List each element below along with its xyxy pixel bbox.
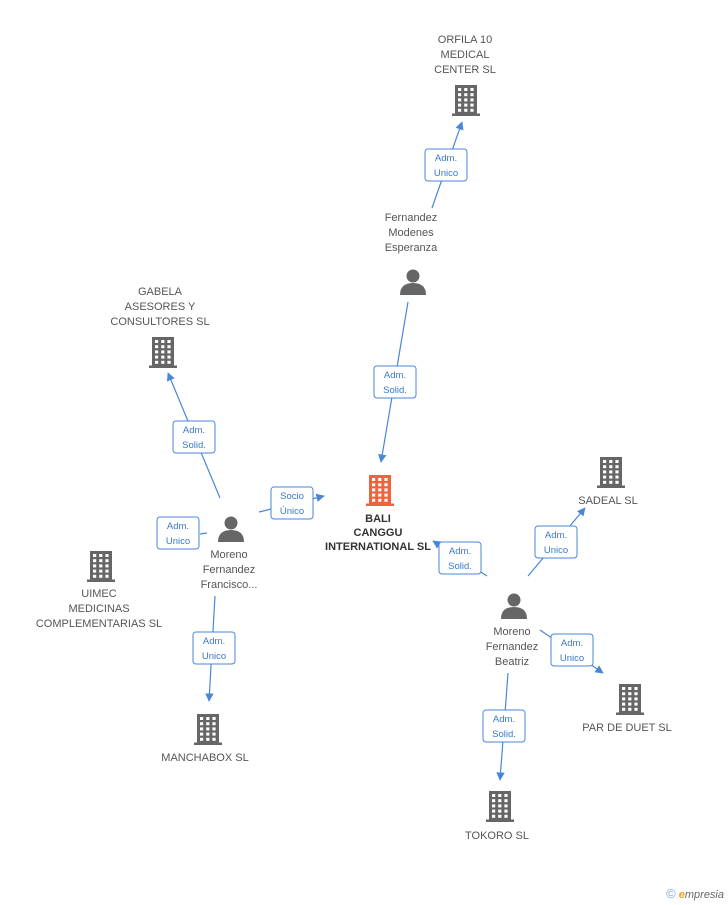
edge-label-box[interactable] [172,420,216,454]
edge-label-text: Adm. [561,638,583,649]
edge-label-text: Adm. [183,425,205,436]
edge-label-text: Adm. [203,636,225,647]
node-label: CONSULTORES SL [110,316,209,328]
node-label: Moreno [210,549,247,561]
node-manchabox[interactable]: MANCHABOX SL [161,714,249,764]
node-label: Moreno [493,626,530,638]
edge-label-text: Adm. [384,370,406,381]
edge-label-text: Unico [560,653,584,664]
node-mff[interactable]: MorenoFernandezFrancisco... [201,516,258,592]
edge-label-box[interactable] [156,516,200,550]
node-label: MANCHABOX SL [161,752,248,764]
nodes-layer: BALI CANGGU INTERNATIONAL SL ORFILA 10 MEDIC… [36,34,672,842]
edge-label-text: Solid. [492,729,516,740]
edge-label-text: Solid. [182,440,206,451]
brand-initial: e [678,889,685,901]
edge-label-box[interactable] [534,525,578,559]
edge-label-text: Adm. [493,714,515,725]
node-label: TOKORO SL [465,830,529,842]
node-orfila[interactable]: ORFILA 10 MEDICAL CENTER SL [434,34,496,116]
edge-label-text: Solid. [383,385,407,396]
person-icon [218,516,244,542]
node-label: CANGGU [354,527,403,539]
building-icon [486,791,514,822]
building-icon [149,337,177,368]
node-sadeal[interactable]: SADEAL SL [578,457,638,507]
edge-label-text: Adm. [449,546,471,557]
edge-mff-to-uimec: Adm. Unico [156,516,208,550]
edge-label-box[interactable] [438,541,482,575]
edge-label-text: Unico [166,536,190,547]
edge-label-text: Unico [202,651,226,662]
edge-mfb-to-tokoro: Adm. Solid. [482,672,526,781]
edge-line [199,532,208,535]
node-label: BALI [365,513,391,525]
node-label: SADEAL SL [578,495,638,507]
building-icon [366,475,394,506]
node-pardeduet[interactable]: PAR DE DUET SL [582,684,672,734]
edge-label-text: Adm. [435,153,457,164]
edge-label-box[interactable] [373,365,417,399]
edge-mfb-to-pardeduet: Adm. Unico [539,629,604,674]
building-icon [616,684,644,715]
node-label: MEDICINAS [68,603,129,615]
edge-fme-to-bali: Adm. Solid. [373,301,417,463]
edge-mff-to-manchabox: Adm. Unico [192,595,236,702]
edge-fme-to-orfila: Adm. Unico [424,121,468,209]
node-label: Francisco... [201,579,258,591]
node-bali[interactable]: BALI CANGGU INTERNATIONAL SL [325,475,431,553]
edge-label-text: Único [280,506,304,517]
edge-label-box[interactable] [270,486,314,520]
node-uimec[interactable]: UIMEC MEDICINAS COMPLEMENTARIAS SL [36,551,162,630]
node-label: Modenes [388,227,434,239]
edge-mff-to-gabela: Adm. Solid. [167,372,221,499]
node-label: INTERNATIONAL SL [325,541,431,553]
node-label: UIMEC [81,588,117,600]
building-icon [87,551,115,582]
watermark: ©empresia [666,886,724,901]
node-label: CENTER SL [434,64,496,76]
edge-label-text: Adm. [167,521,189,532]
node-label: Beatriz [495,656,529,668]
edge-label-text: Socio [280,491,304,502]
node-tokoro[interactable]: TOKORO SL [465,791,529,842]
edge-label-text: Solid. [448,561,472,572]
edge-mfb-to-sadeal: Adm. Unico [527,507,586,577]
building-icon [597,457,625,488]
copyright-icon: © [666,886,676,901]
node-label: ORFILA 10 [438,34,492,46]
edge-label-box[interactable] [482,709,526,743]
person-icon [400,269,426,295]
edge-label-box[interactable] [192,631,236,665]
node-label: COMPLEMENTARIAS SL [36,618,162,630]
node-label: Fernandez [385,212,438,224]
node-label: PAR DE DUET SL [582,722,671,734]
building-icon [452,85,480,116]
edges-layer: Adm.UnicoAdm.Solid.Adm.Solid.SocioÚnicoA… [156,121,604,781]
node-label: GABELA [138,286,183,298]
node-label: Esperanza [385,242,438,254]
node-label: Fernandez [203,564,256,576]
edge-label-text: Unico [434,168,458,179]
brand-name: mpresia [684,889,724,901]
edge-label-box[interactable] [550,633,594,667]
edge-label-box[interactable] [424,148,468,182]
node-label: Fernandez [486,641,539,653]
person-icon [501,593,527,619]
edge-label-text: Unico [544,545,568,556]
edge-mfb-to-bali: Adm. Solid. [432,540,488,577]
building-icon [194,714,222,745]
node-gabela[interactable]: GABELA ASESORES Y CONSULTORES SL [110,286,210,368]
edge-label-text: Adm. [545,530,567,541]
node-label: ASESORES Y [125,301,196,313]
node-label: MEDICAL [441,49,490,61]
